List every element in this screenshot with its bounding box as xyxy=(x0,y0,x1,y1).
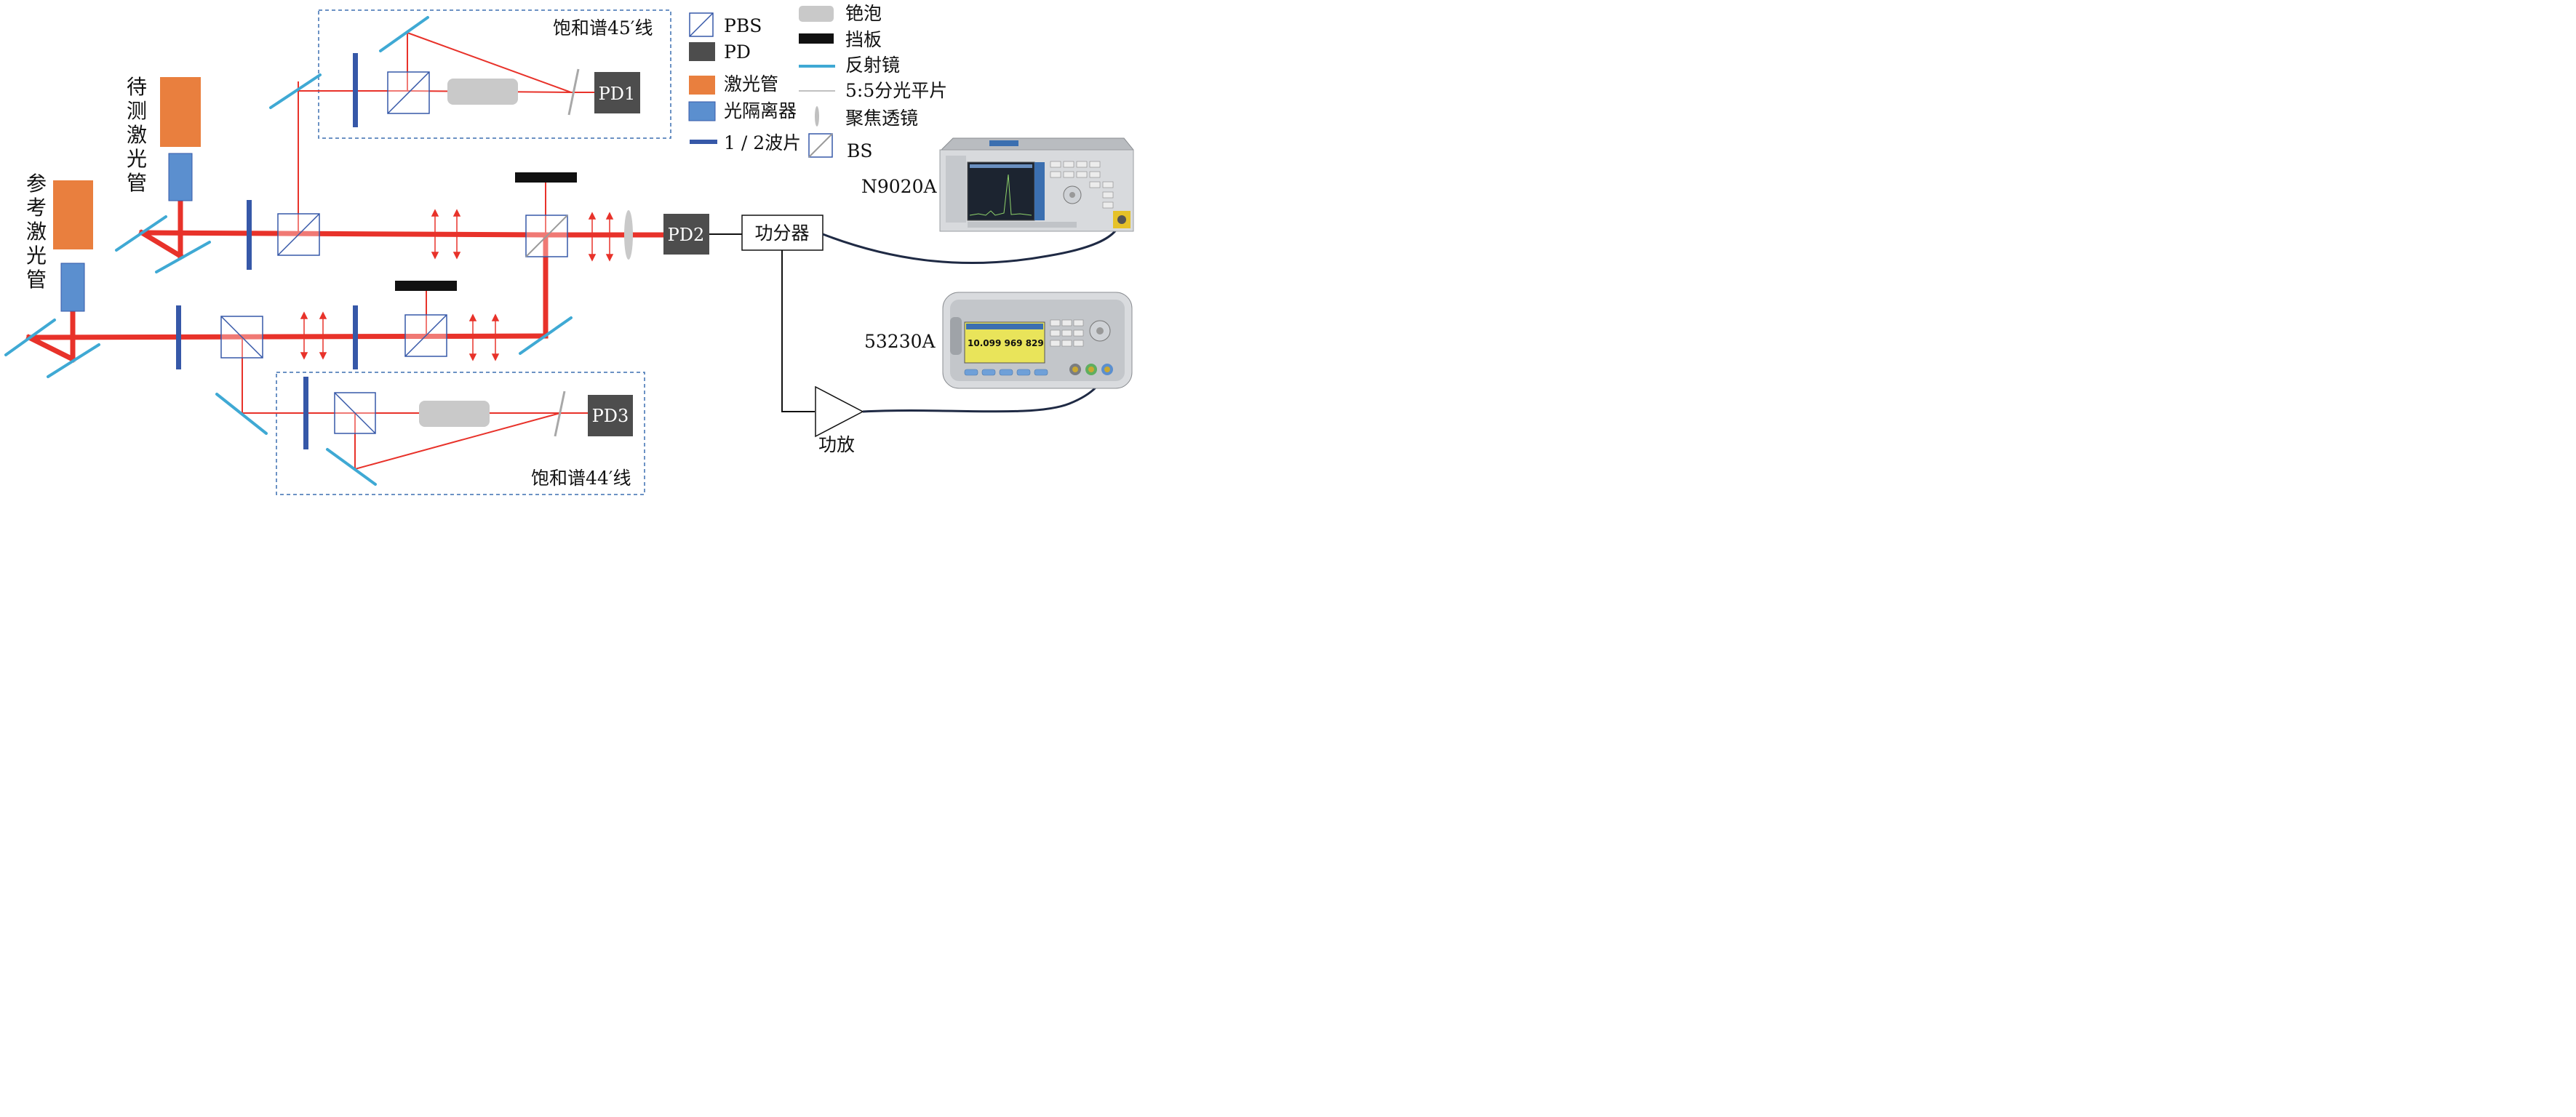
diagram-canvas: PD1 PD2 PD3 功分器 功放 N9020A xyxy=(4,3,1134,495)
mirror-ref-2 xyxy=(47,343,100,378)
cesium-cell-top xyxy=(447,79,518,105)
pbs-bottom xyxy=(334,392,376,434)
legend-waveplate-label: 1 / 2波片 xyxy=(724,132,801,153)
test-laser-label-char: 光 xyxy=(127,147,147,171)
ref-laser-label-char: 激 xyxy=(26,220,47,244)
waveplate-mid xyxy=(353,305,358,369)
wire-splitter-amp xyxy=(781,250,815,412)
counter-display-value: 10.099 969 829 xyxy=(968,338,1044,348)
beam-ref-main xyxy=(26,333,549,340)
waveplates xyxy=(176,53,358,449)
legend-waveplate: 1 / 2波片 xyxy=(690,132,801,153)
legend: PBS PD 激光管 光隔离器 1 / 2波片 铯泡 挡板 反射镜 xyxy=(688,3,947,161)
beam-block-mid xyxy=(395,281,457,291)
polarization-arrows xyxy=(300,209,614,361)
pd2-box xyxy=(663,214,709,255)
legend-pbs: PBS xyxy=(689,12,762,37)
test-laser xyxy=(160,77,201,147)
pd1-box xyxy=(594,72,640,113)
beam-block-top xyxy=(515,172,577,183)
ref-laser-label-char: 光 xyxy=(26,244,47,268)
saturation-box-bottom xyxy=(276,372,645,495)
legend-plate: 5:5分光平片 xyxy=(799,80,947,101)
pd2-label: PD2 xyxy=(668,225,705,245)
power-splitter-label: 功分器 xyxy=(754,223,809,244)
legend-lens-label: 聚焦透镜 xyxy=(845,108,918,129)
amplifier-label: 功放 xyxy=(818,434,855,455)
mirror-right xyxy=(519,316,573,355)
legend-mirror: 反射镜 xyxy=(799,55,900,76)
mirrors xyxy=(4,16,573,486)
box-bottom-title: 饱和谱44′线 xyxy=(531,468,631,489)
waveplate-ref xyxy=(176,305,181,369)
signal-analyzer-instrument xyxy=(939,137,1134,232)
test-laser-label-char: 待 xyxy=(127,75,147,99)
pd1-label: PD1 xyxy=(599,84,636,104)
legend-laser: 激光管 xyxy=(689,73,778,95)
amplifier-symbol xyxy=(815,385,864,438)
split-plate-bottom xyxy=(554,391,566,437)
cable-to-analyzer xyxy=(822,225,1120,265)
power-splitter-box xyxy=(741,215,824,251)
legend-lens: 聚焦透镜 xyxy=(815,106,918,129)
analyzer-model-label: N9020A xyxy=(861,176,937,197)
mirror-top-left xyxy=(269,73,322,109)
legend-pbs-label: PBS xyxy=(724,15,762,36)
counter-model-label: 53230A xyxy=(864,331,936,352)
beam-ref-diag xyxy=(25,334,76,363)
box-top-title: 饱和谱45′线 xyxy=(553,17,653,39)
legend-bs-label: BS xyxy=(847,140,873,161)
cesium-cell-bottom xyxy=(419,401,490,427)
test-laser-label: 待 测 激 光 管 xyxy=(127,75,147,195)
test-laser-label-char: 管 xyxy=(127,171,147,195)
test-isolator xyxy=(168,153,193,201)
pbs-test xyxy=(277,213,320,256)
optical-setup-diagram: PD1 PD2 PD3 功分器 功放 N9020A xyxy=(0,0,1136,500)
mirror-test-1 xyxy=(115,215,167,252)
ref-isolator xyxy=(60,263,85,312)
ref-laser-label-char: 考 xyxy=(26,196,47,220)
ref-laser-label-char: 管 xyxy=(26,268,47,292)
legend-isolator-label: 光隔离器 xyxy=(724,100,797,121)
saturation-box-top xyxy=(318,9,671,139)
legend-cell-label: 铯泡 xyxy=(845,3,882,24)
ref-laser-label-char: 参 xyxy=(26,172,47,196)
pbs-ref xyxy=(220,316,263,359)
legend-isolator: 光隔离器 xyxy=(688,100,797,121)
legend-pd-label: PD xyxy=(724,41,751,63)
main-beams xyxy=(25,195,666,363)
ref-laser xyxy=(53,180,93,249)
split-plate-top xyxy=(567,68,580,116)
legend-bs: BS xyxy=(808,133,873,161)
mirror-bottom-left xyxy=(215,393,268,435)
waveplate-test xyxy=(247,200,252,270)
test-laser-label-char: 激 xyxy=(127,123,147,147)
frequency-counter-instrument: 10.099 969 829 xyxy=(942,292,1133,389)
pd3-label: PD3 xyxy=(592,406,629,426)
legend-beam-block-label: 挡板 xyxy=(845,29,882,50)
beam-test-diag xyxy=(138,229,184,260)
pbs-cubes xyxy=(220,71,447,434)
legend-cell: 铯泡 xyxy=(799,3,882,24)
bs-cube xyxy=(525,215,568,257)
waveplate-bottom xyxy=(303,377,308,449)
pbs-top xyxy=(387,71,430,114)
ref-laser-label: 参 考 激 光 管 xyxy=(26,172,47,292)
legend-beam-block: 挡板 xyxy=(799,29,882,50)
legend-mirror-label: 反射镜 xyxy=(845,55,900,76)
mirror-top-corner xyxy=(379,16,429,52)
mirror-test-2 xyxy=(155,241,211,273)
mirror-ref-1 xyxy=(4,319,56,356)
legend-plate-label: 5:5分光平片 xyxy=(845,80,947,101)
focus-lens xyxy=(624,210,633,260)
legend-laser-label: 激光管 xyxy=(724,73,778,95)
pbs-mid xyxy=(404,314,447,357)
legend-pd: PD xyxy=(689,41,751,63)
waveplate-top xyxy=(353,53,358,127)
beam-test-main xyxy=(139,230,549,238)
mirror-bottom-corner xyxy=(326,448,377,486)
test-laser-label-char: 测 xyxy=(127,99,147,123)
pd3-box xyxy=(588,395,633,436)
